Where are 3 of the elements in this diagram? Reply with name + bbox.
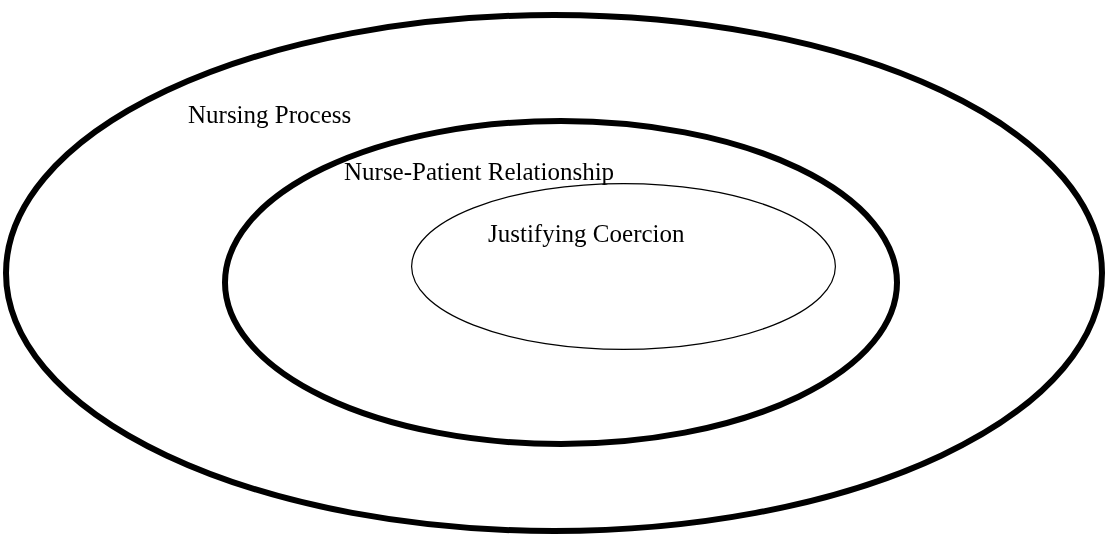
node-label: Justifying Coercion (488, 220, 685, 248)
node-label: Nursing Process (188, 101, 352, 129)
node-label: Nurse-Patient Relationship (344, 158, 615, 186)
